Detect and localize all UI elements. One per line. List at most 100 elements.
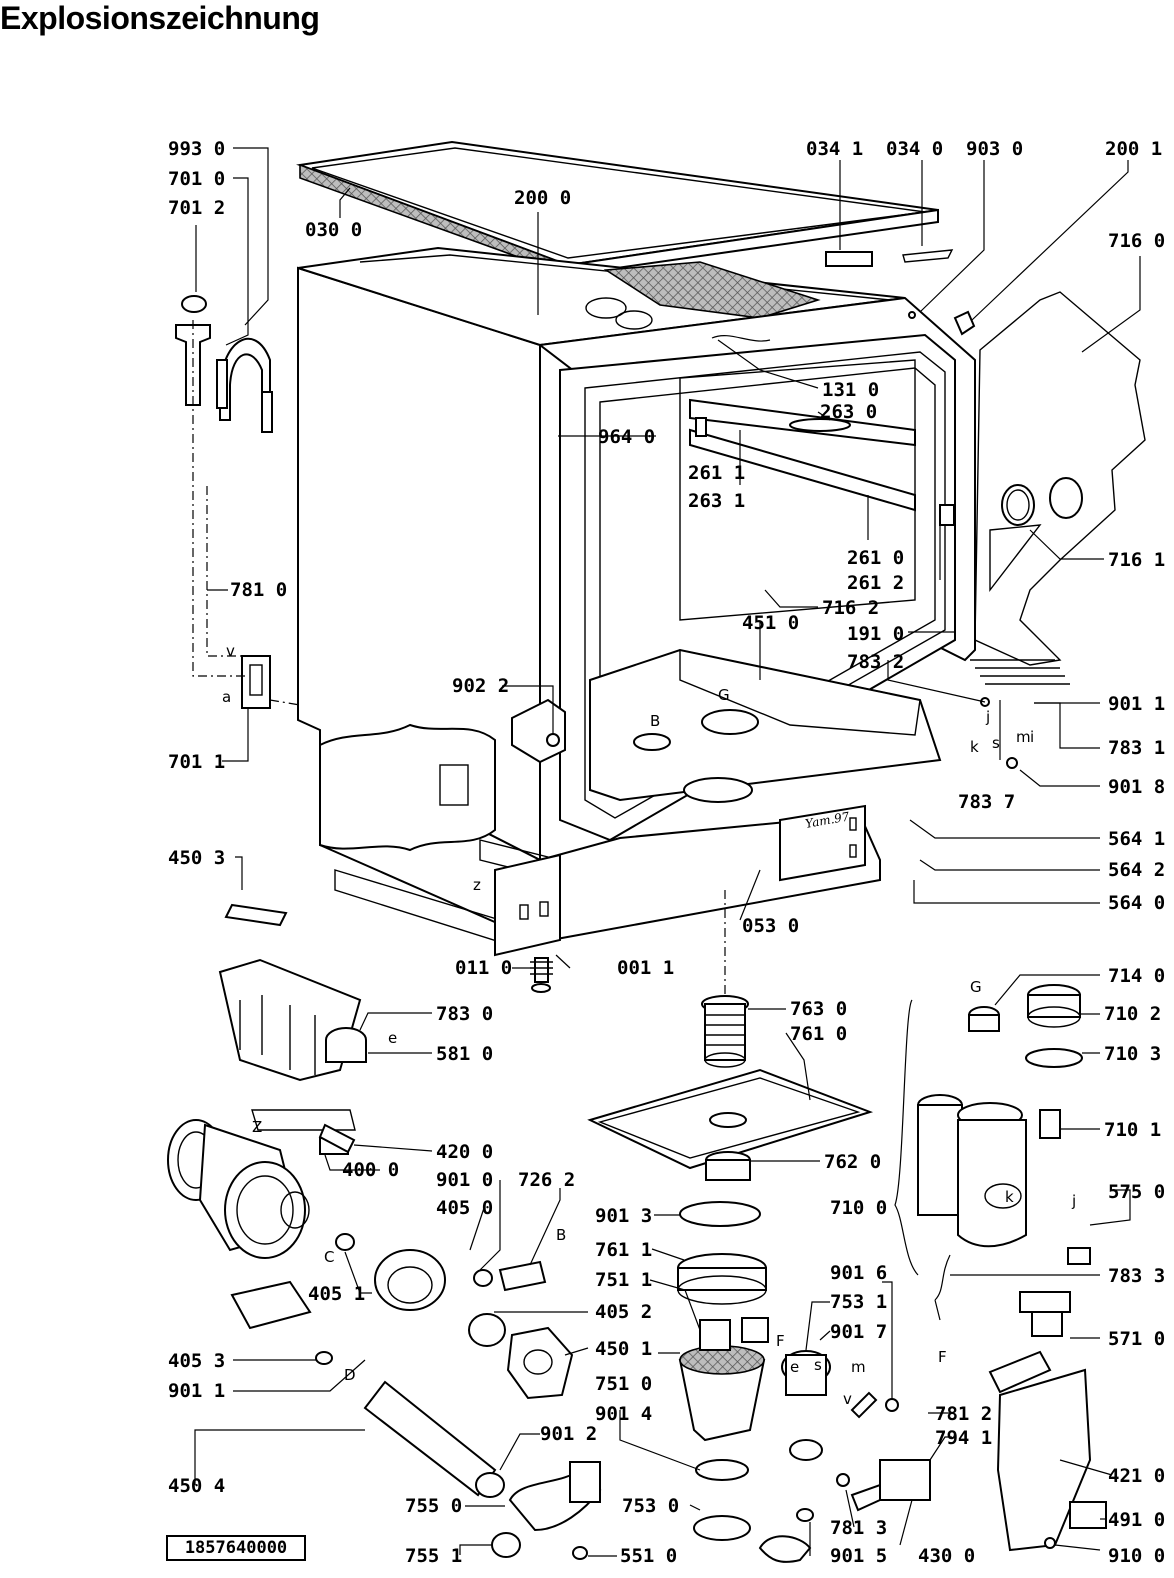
callout-g-softener: G <box>970 978 982 996</box>
leader-lines <box>194 147 1141 1557</box>
label-753-1: 753 1 <box>830 1291 887 1313</box>
label-901-0: 901 0 <box>436 1169 493 1191</box>
label-450-3: 450 3 <box>168 847 225 869</box>
label-710-0: 710 0 <box>830 1197 887 1219</box>
label-451-0: 451 0 <box>742 612 799 634</box>
label-901-2: 901 2 <box>540 1423 597 1445</box>
label-701-2: 701 2 <box>168 197 225 219</box>
label-200-1: 200 1 <box>1105 138 1162 160</box>
label-783-0: 783 0 <box>436 1003 493 1025</box>
label-716-0: 716 0 <box>1108 230 1165 252</box>
label-781-3: 781 3 <box>830 1517 887 1539</box>
label-701-1: 701 1 <box>168 751 225 773</box>
pump-assembly <box>167 903 602 1560</box>
sump-assembly <box>587 890 931 1563</box>
label-783-7: 783 7 <box>958 791 1015 813</box>
label-964-0: 964 0 <box>598 426 655 448</box>
callout-e-heater: e <box>790 1358 799 1376</box>
label-783-3: 783 3 <box>1108 1265 1165 1287</box>
callout-i-block: i <box>1030 728 1034 746</box>
label-993-0: 993 0 <box>168 138 225 160</box>
label-001-1: 001 1 <box>617 957 674 979</box>
label-261-1: 261 1 <box>688 462 745 484</box>
label-430-0: 430 0 <box>918 1545 975 1567</box>
label-761-1: 761 1 <box>595 1239 652 1261</box>
label-261-0: 261 0 <box>847 547 904 569</box>
callout-s-block: s <box>992 734 1000 752</box>
label-405-1: 405 1 <box>308 1283 365 1305</box>
label-263-1: 263 1 <box>688 490 745 512</box>
label-400-0: 400 0 <box>342 1159 399 1181</box>
label-761-0: 761 0 <box>790 1023 847 1045</box>
label-421-0: 421 0 <box>1108 1465 1165 1487</box>
label-710-3: 710 3 <box>1104 1043 1161 1065</box>
label-901-5: 901 5 <box>830 1545 887 1567</box>
label-564-2: 564 2 <box>1108 859 1165 881</box>
label-405-3: 405 3 <box>168 1350 225 1372</box>
label-902-2: 902 2 <box>452 675 509 697</box>
worktop-part <box>296 140 939 277</box>
label-053-0: 053 0 <box>742 915 799 937</box>
label-901-3: 901 3 <box>595 1205 652 1227</box>
callout-b-tub: B <box>650 712 660 730</box>
label-581-0: 581 0 <box>436 1043 493 1065</box>
label-726-2: 726 2 <box>518 1169 575 1191</box>
softener-assembly <box>894 984 1107 1552</box>
callout-v-top: v <box>226 642 235 660</box>
label-191-0: 191 0 <box>847 623 904 645</box>
label-034-1: 034 1 <box>806 138 863 160</box>
label-714-0: 714 0 <box>1108 965 1165 987</box>
label-901-6: 901 6 <box>830 1262 887 1284</box>
callout-f-softener: F <box>938 1348 947 1366</box>
label-034-0: 034 0 <box>886 138 943 160</box>
label-716-1: 716 1 <box>1108 549 1165 571</box>
label-751-1: 751 1 <box>595 1269 652 1291</box>
callout-a: a <box>222 688 231 706</box>
label-011-0: 011 0 <box>455 957 512 979</box>
callout-j-block: j <box>985 708 990 726</box>
callout-e-switch: e <box>388 1029 397 1047</box>
label-901-4: 901 4 <box>595 1403 652 1425</box>
label-701-0: 701 0 <box>168 168 225 190</box>
callout-z-bracket: Z <box>252 1118 262 1136</box>
label-903-0: 903 0 <box>966 138 1023 160</box>
callout-m-block: m <box>1016 728 1031 746</box>
label-910-0: 910 0 <box>1108 1545 1165 1567</box>
callout-c-pump: C <box>324 1248 334 1266</box>
callout-f-sump: F <box>776 1332 785 1350</box>
label-710-1: 710 1 <box>1104 1119 1161 1141</box>
label-763-0: 763 0 <box>790 998 847 1020</box>
label-783-1: 783 1 <box>1108 737 1165 759</box>
label-405-2: 405 2 <box>595 1301 652 1323</box>
label-794-1: 794 1 <box>935 1427 992 1449</box>
label-030-0: 030 0 <box>305 219 362 241</box>
side-insulation-panel <box>939 291 1146 666</box>
label-753-0: 753 0 <box>622 1495 679 1517</box>
label-200-0: 200 0 <box>514 187 571 209</box>
label-491-0: 491 0 <box>1108 1509 1165 1531</box>
part-labels: 993 0 701 0 701 2 030 0 200 0 034 1 034 … <box>168 138 1165 1567</box>
label-450-1: 450 1 <box>595 1338 652 1360</box>
label-762-0: 762 0 <box>824 1151 881 1173</box>
callout-letters: v a B G z k s m i j e Z G k j C D B F F … <box>222 642 1076 1408</box>
callout-g-tub: G <box>718 686 730 704</box>
callout-s-heater: s <box>814 1356 822 1374</box>
label-781-2: 781 2 <box>935 1403 992 1425</box>
label-901-8: 901 8 <box>1108 776 1165 798</box>
label-263-0: 263 0 <box>820 401 877 423</box>
label-564-1: 564 1 <box>1108 828 1165 850</box>
label-261-2: 261 2 <box>847 572 904 594</box>
page-title: Explosionszeichnung <box>0 0 320 36</box>
label-716-2: 716 2 <box>822 597 879 619</box>
label-755-0: 755 0 <box>405 1495 462 1517</box>
callout-k-softener: k <box>1005 1188 1014 1206</box>
label-710-2: 710 2 <box>1104 1003 1161 1025</box>
label-783-2: 783 2 <box>847 651 904 673</box>
callout-m-heater: m <box>851 1358 866 1376</box>
callout-d-pump: D <box>344 1366 356 1384</box>
top-small-parts <box>711 249 1070 769</box>
label-571-0: 571 0 <box>1108 1328 1165 1350</box>
label-901-1b: 901 1 <box>168 1380 225 1402</box>
